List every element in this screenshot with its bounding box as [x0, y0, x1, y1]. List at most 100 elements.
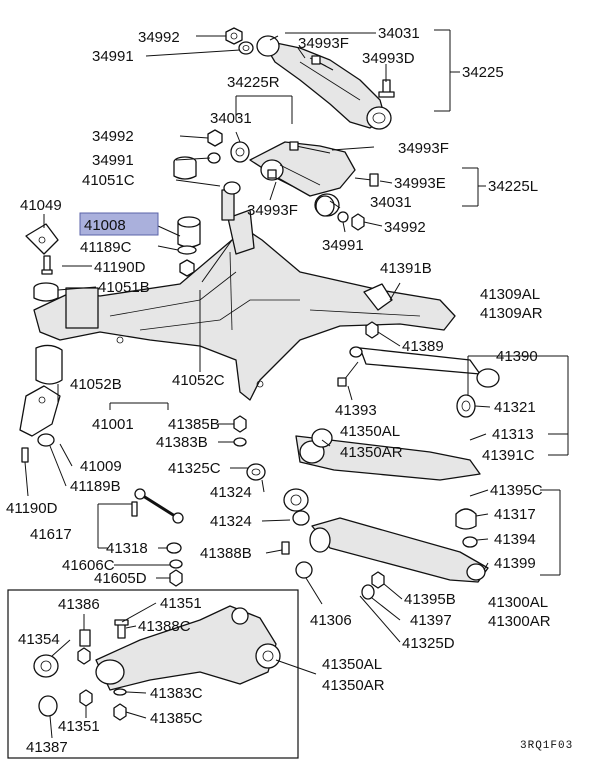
label-34031-mid[interactable]: 34031 [210, 110, 252, 127]
label-41321[interactable]: 41321 [494, 399, 536, 416]
bushing-41387 [38, 695, 58, 717]
label-41350AR[interactable]: 41350AR [340, 444, 403, 461]
stabilizer-link-41617 [131, 488, 184, 524]
trailing-link-41300AL [309, 517, 489, 583]
knuckle-41350AL [95, 605, 281, 691]
label-41395B[interactable]: 41395B [404, 591, 456, 608]
label-41300AL[interactable]: 41300AL [488, 594, 548, 611]
label-41354[interactable]: 41354 [18, 631, 60, 648]
bolt-41388C [114, 619, 129, 639]
label-41051B[interactable]: 41051B [98, 279, 150, 296]
label-34993F-top[interactable]: 34993F [298, 35, 349, 52]
label-34992-top[interactable]: 34992 [138, 29, 180, 46]
bolt-41393 [337, 361, 359, 387]
washer-41189C [177, 245, 197, 255]
label-41617[interactable]: 41617 [30, 526, 72, 543]
label-41324-b[interactable]: 41324 [210, 513, 252, 530]
label-41350AL[interactable]: 41350AL [340, 423, 400, 440]
label-34991-mid[interactable]: 34991 [92, 152, 134, 169]
nut-41351-top [77, 647, 91, 665]
nut-41389 [365, 321, 379, 339]
label-41317[interactable]: 41317 [494, 506, 536, 523]
label-41190D-lower[interactable]: 41190D [6, 500, 58, 517]
label-41351-lower[interactable]: 41351 [58, 718, 100, 735]
label-41399[interactable]: 41399 [494, 555, 536, 572]
washer-41397 [361, 584, 375, 600]
label-41051C[interactable]: 41051C [82, 172, 135, 189]
label-41389[interactable]: 41389 [402, 338, 444, 355]
label-41385B[interactable]: 41385B [168, 416, 220, 433]
label-41300AR[interactable]: 41300AR [488, 613, 551, 630]
label-41309AL[interactable]: 41309AL [480, 286, 540, 303]
label-41324-a[interactable]: 41324 [210, 484, 252, 501]
label-41394[interactable]: 41394 [494, 531, 536, 548]
label-34225L[interactable]: 34225L [488, 178, 538, 195]
label-41386[interactable]: 41386 [58, 596, 100, 613]
label-41397[interactable]: 41397 [410, 612, 452, 629]
bushing-34031-lower [315, 195, 335, 217]
label-41605D[interactable]: 41605D [94, 570, 147, 587]
crossmember-41001 [33, 181, 456, 401]
label-34031-top[interactable]: 34031 [378, 25, 420, 42]
label-41318[interactable]: 41318 [106, 540, 148, 557]
label-41385C[interactable]: 41385C [150, 710, 203, 727]
label-41008[interactable]: 41008 [84, 217, 126, 234]
label-41009[interactable]: 41009 [80, 458, 122, 475]
bracket-41009 [19, 385, 61, 437]
nut-41385C [113, 703, 127, 721]
label-34993F-mid[interactable]: 34993F [398, 140, 449, 157]
label-41325C[interactable]: 41325C [168, 460, 221, 477]
label-41325D[interactable]: 41325D [402, 635, 455, 652]
link-41390 [349, 346, 500, 388]
label-34993E[interactable]: 34993E [394, 175, 446, 192]
label-41393[interactable]: 41393 [335, 402, 377, 419]
highlight-41008 [79, 212, 159, 236]
label-41189B[interactable]: 41189B [70, 478, 121, 495]
label-41387[interactable]: 41387 [26, 739, 68, 756]
label-41350AL-inset[interactable]: 41350AL [322, 656, 382, 673]
washer-41606C [169, 559, 183, 569]
label-41388B[interactable]: 41388B [200, 545, 252, 562]
label-34993F-lower[interactable]: 34993F [247, 202, 298, 219]
mount-41008 [177, 216, 201, 248]
label-41190D-top[interactable]: 41190D [94, 259, 146, 276]
label-41391B[interactable]: 41391B [380, 260, 432, 277]
label-34225[interactable]: 34225 [462, 64, 504, 81]
label-41052C[interactable]: 41052C [172, 372, 225, 389]
nut-41395B [371, 571, 385, 589]
label-41388C[interactable]: 41388C [138, 618, 191, 635]
label-41052B[interactable]: 41052B [70, 376, 122, 393]
bushing-41324-b [292, 510, 310, 526]
label-41313[interactable]: 41313 [492, 426, 534, 443]
label-41001[interactable]: 41001 [92, 416, 134, 433]
label-41309AR[interactable]: 41309AR [480, 305, 543, 322]
label-41391C[interactable]: 41391C [482, 447, 535, 464]
label-34031-lower[interactable]: 34031 [370, 194, 412, 211]
label-41306[interactable]: 41306 [310, 612, 352, 629]
inset-frame [7, 589, 299, 759]
label-34993D[interactable]: 34993D [362, 50, 415, 67]
nut-34992-lower [351, 213, 365, 231]
label-41350AR-inset[interactable]: 41350AR [322, 677, 385, 694]
label-41383C[interactable]: 41383C [150, 685, 203, 702]
bolt-34993F-lower [267, 169, 293, 187]
bracket-41391B [363, 283, 393, 311]
label-34992-mid[interactable]: 34992 [92, 128, 134, 145]
label-41383B[interactable]: 41383B [156, 434, 208, 451]
label-41606C[interactable]: 41606C [62, 557, 115, 574]
label-34992-lower[interactable]: 34992 [384, 219, 426, 236]
label-34225R[interactable]: 34225R [227, 74, 280, 91]
label-34991-top[interactable]: 34991 [92, 48, 134, 65]
label-41189C[interactable]: 41189C [80, 239, 132, 256]
label-41049[interactable]: 41049 [20, 197, 62, 214]
label-41395C[interactable]: 41395C [490, 482, 543, 499]
label-41390[interactable]: 41390 [496, 348, 538, 365]
nut-41385B [233, 415, 247, 433]
nut-34992-mid [207, 129, 223, 147]
bolt-34993F-mid [289, 141, 331, 154]
label-41351-top[interactable]: 41351 [160, 595, 202, 612]
mount-41051B [33, 282, 59, 302]
label-34991-lower[interactable]: 34991 [322, 237, 364, 254]
bushing-41306 [295, 561, 313, 579]
